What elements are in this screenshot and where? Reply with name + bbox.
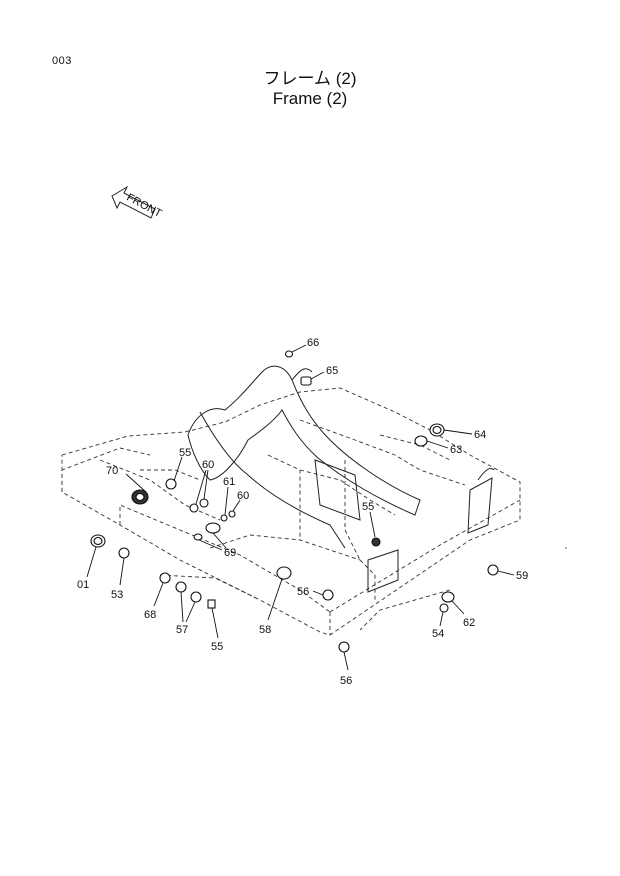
part-53 [118,547,130,559]
part-55-center [371,537,381,547]
callout-68: 68 [144,609,156,621]
part-54 [439,603,449,613]
callout-69: 69 [224,547,236,559]
part-58 [276,566,292,580]
part-65 [300,376,312,386]
callout-70: 70 [106,465,118,477]
title-japanese: フレーム (2) [263,69,357,88]
callout-58: 58 [259,624,271,636]
callout-60-lower: 60 [237,490,249,502]
callout-56-middle: 56 [297,586,309,598]
callout-01: 01 [77,579,89,591]
callout-55-lower: 55 [211,641,223,653]
callout-54: 54 [432,628,444,640]
part-55-upper [165,478,177,490]
part-01 [90,534,106,548]
callout-63: 63 [450,444,462,456]
callout-59: 59 [516,570,528,582]
callout-60-upper: 60 [202,459,214,471]
part-64 [429,423,445,437]
part-62 [441,591,455,603]
callout-65: 65 [326,365,338,377]
callout-57: 57 [176,624,188,636]
callout-64: 64 [474,429,486,441]
callout-56-bottom: 56 [340,675,352,687]
callout-61: 61 [223,476,235,488]
callout-66: 66 [307,337,319,349]
main-frame-outline [61,387,521,636]
leader-lines [86,344,515,671]
part-61 [220,514,228,522]
part-59 [487,564,499,576]
speck [565,547,567,549]
callout-62: 62 [463,617,475,629]
page-number: 003 [52,55,72,67]
title-english: Frame (2) [272,89,348,108]
part-66 [284,350,294,358]
front-arrow-icon: FRONT [111,185,164,221]
callout-55-center: 55 [362,501,374,513]
boom-bracket [187,365,495,593]
callout-53: 53 [111,589,123,601]
part-63 [414,435,428,447]
front-arrow-label: FRONT [124,192,163,221]
part-70 [131,489,149,505]
part-60-single [228,510,236,518]
part-56-bottom [338,641,350,653]
part-68 [159,572,171,584]
part-56-middle [322,589,334,601]
part-60-pair [189,498,209,513]
part-69 [193,522,221,541]
part-55-lower [207,599,216,609]
callout-55-upper: 55 [179,447,191,459]
part-57 [175,581,202,603]
